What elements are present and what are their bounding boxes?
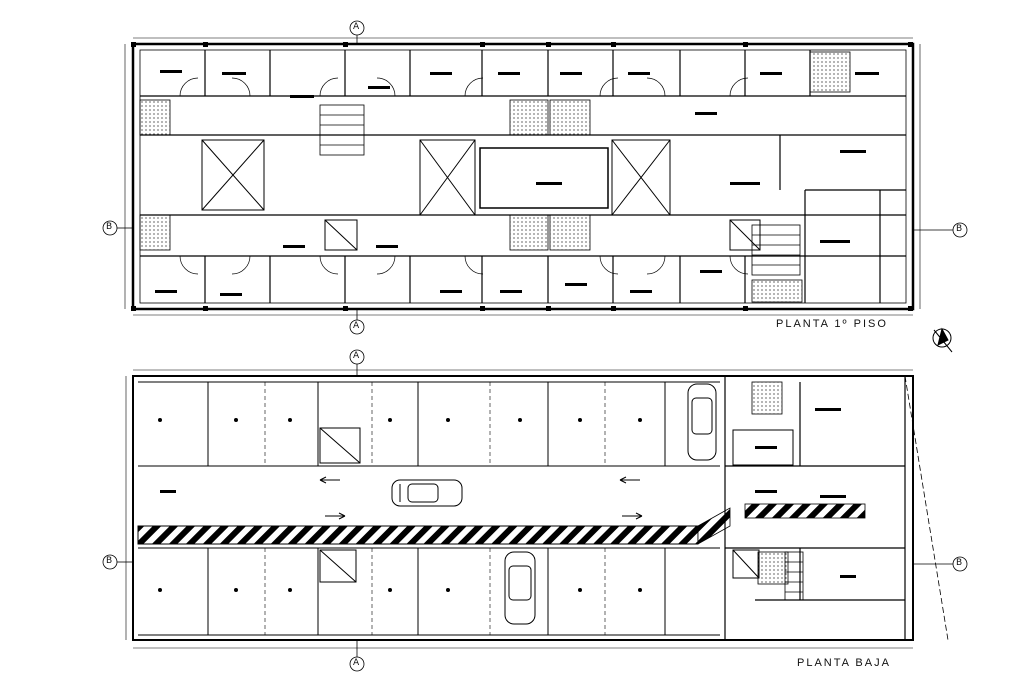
car-icon xyxy=(687,383,717,461)
car-icon xyxy=(504,551,536,625)
upper-plan-title: PLANTA 1º PISO xyxy=(776,318,888,330)
lower-outer-wall xyxy=(132,375,914,641)
car-icon xyxy=(391,479,463,507)
lower-plan-title: PLANTA BAJA xyxy=(797,657,891,669)
grid-marker-b-lower-right xyxy=(913,556,968,572)
grid-marker-a-lower-bottom xyxy=(349,640,365,672)
grid-marker-a-lower-top xyxy=(349,349,365,376)
grid-letter-a-upper-bottom: A xyxy=(353,321,360,331)
grid-marker-b-upper-right xyxy=(913,222,968,238)
grid-letter-b-lower-left: B xyxy=(106,556,113,566)
north-arrow-icon xyxy=(932,327,953,353)
grid-letter-b-upper-right: B xyxy=(956,224,963,234)
grid-marker-b-upper-left xyxy=(102,220,133,236)
grid-marker-b-lower-left xyxy=(102,554,133,570)
upper-floor-plan xyxy=(124,37,921,316)
grid-letter-a-lower-top: A xyxy=(353,351,360,361)
grid-letter-a-top: A xyxy=(353,22,360,32)
lower-floor-plan xyxy=(125,369,949,649)
hatched-ramp-strip xyxy=(137,525,699,545)
grid-letter-b-upper-left: B xyxy=(106,222,113,232)
grid-marker-a-upper-bottom xyxy=(349,309,365,335)
grid-letter-a-lower-bottom: A xyxy=(353,658,360,668)
grid-marker-a-top xyxy=(349,20,365,44)
grid-letter-b-lower-right: B xyxy=(956,558,963,568)
upper-outer-wall xyxy=(131,42,915,311)
